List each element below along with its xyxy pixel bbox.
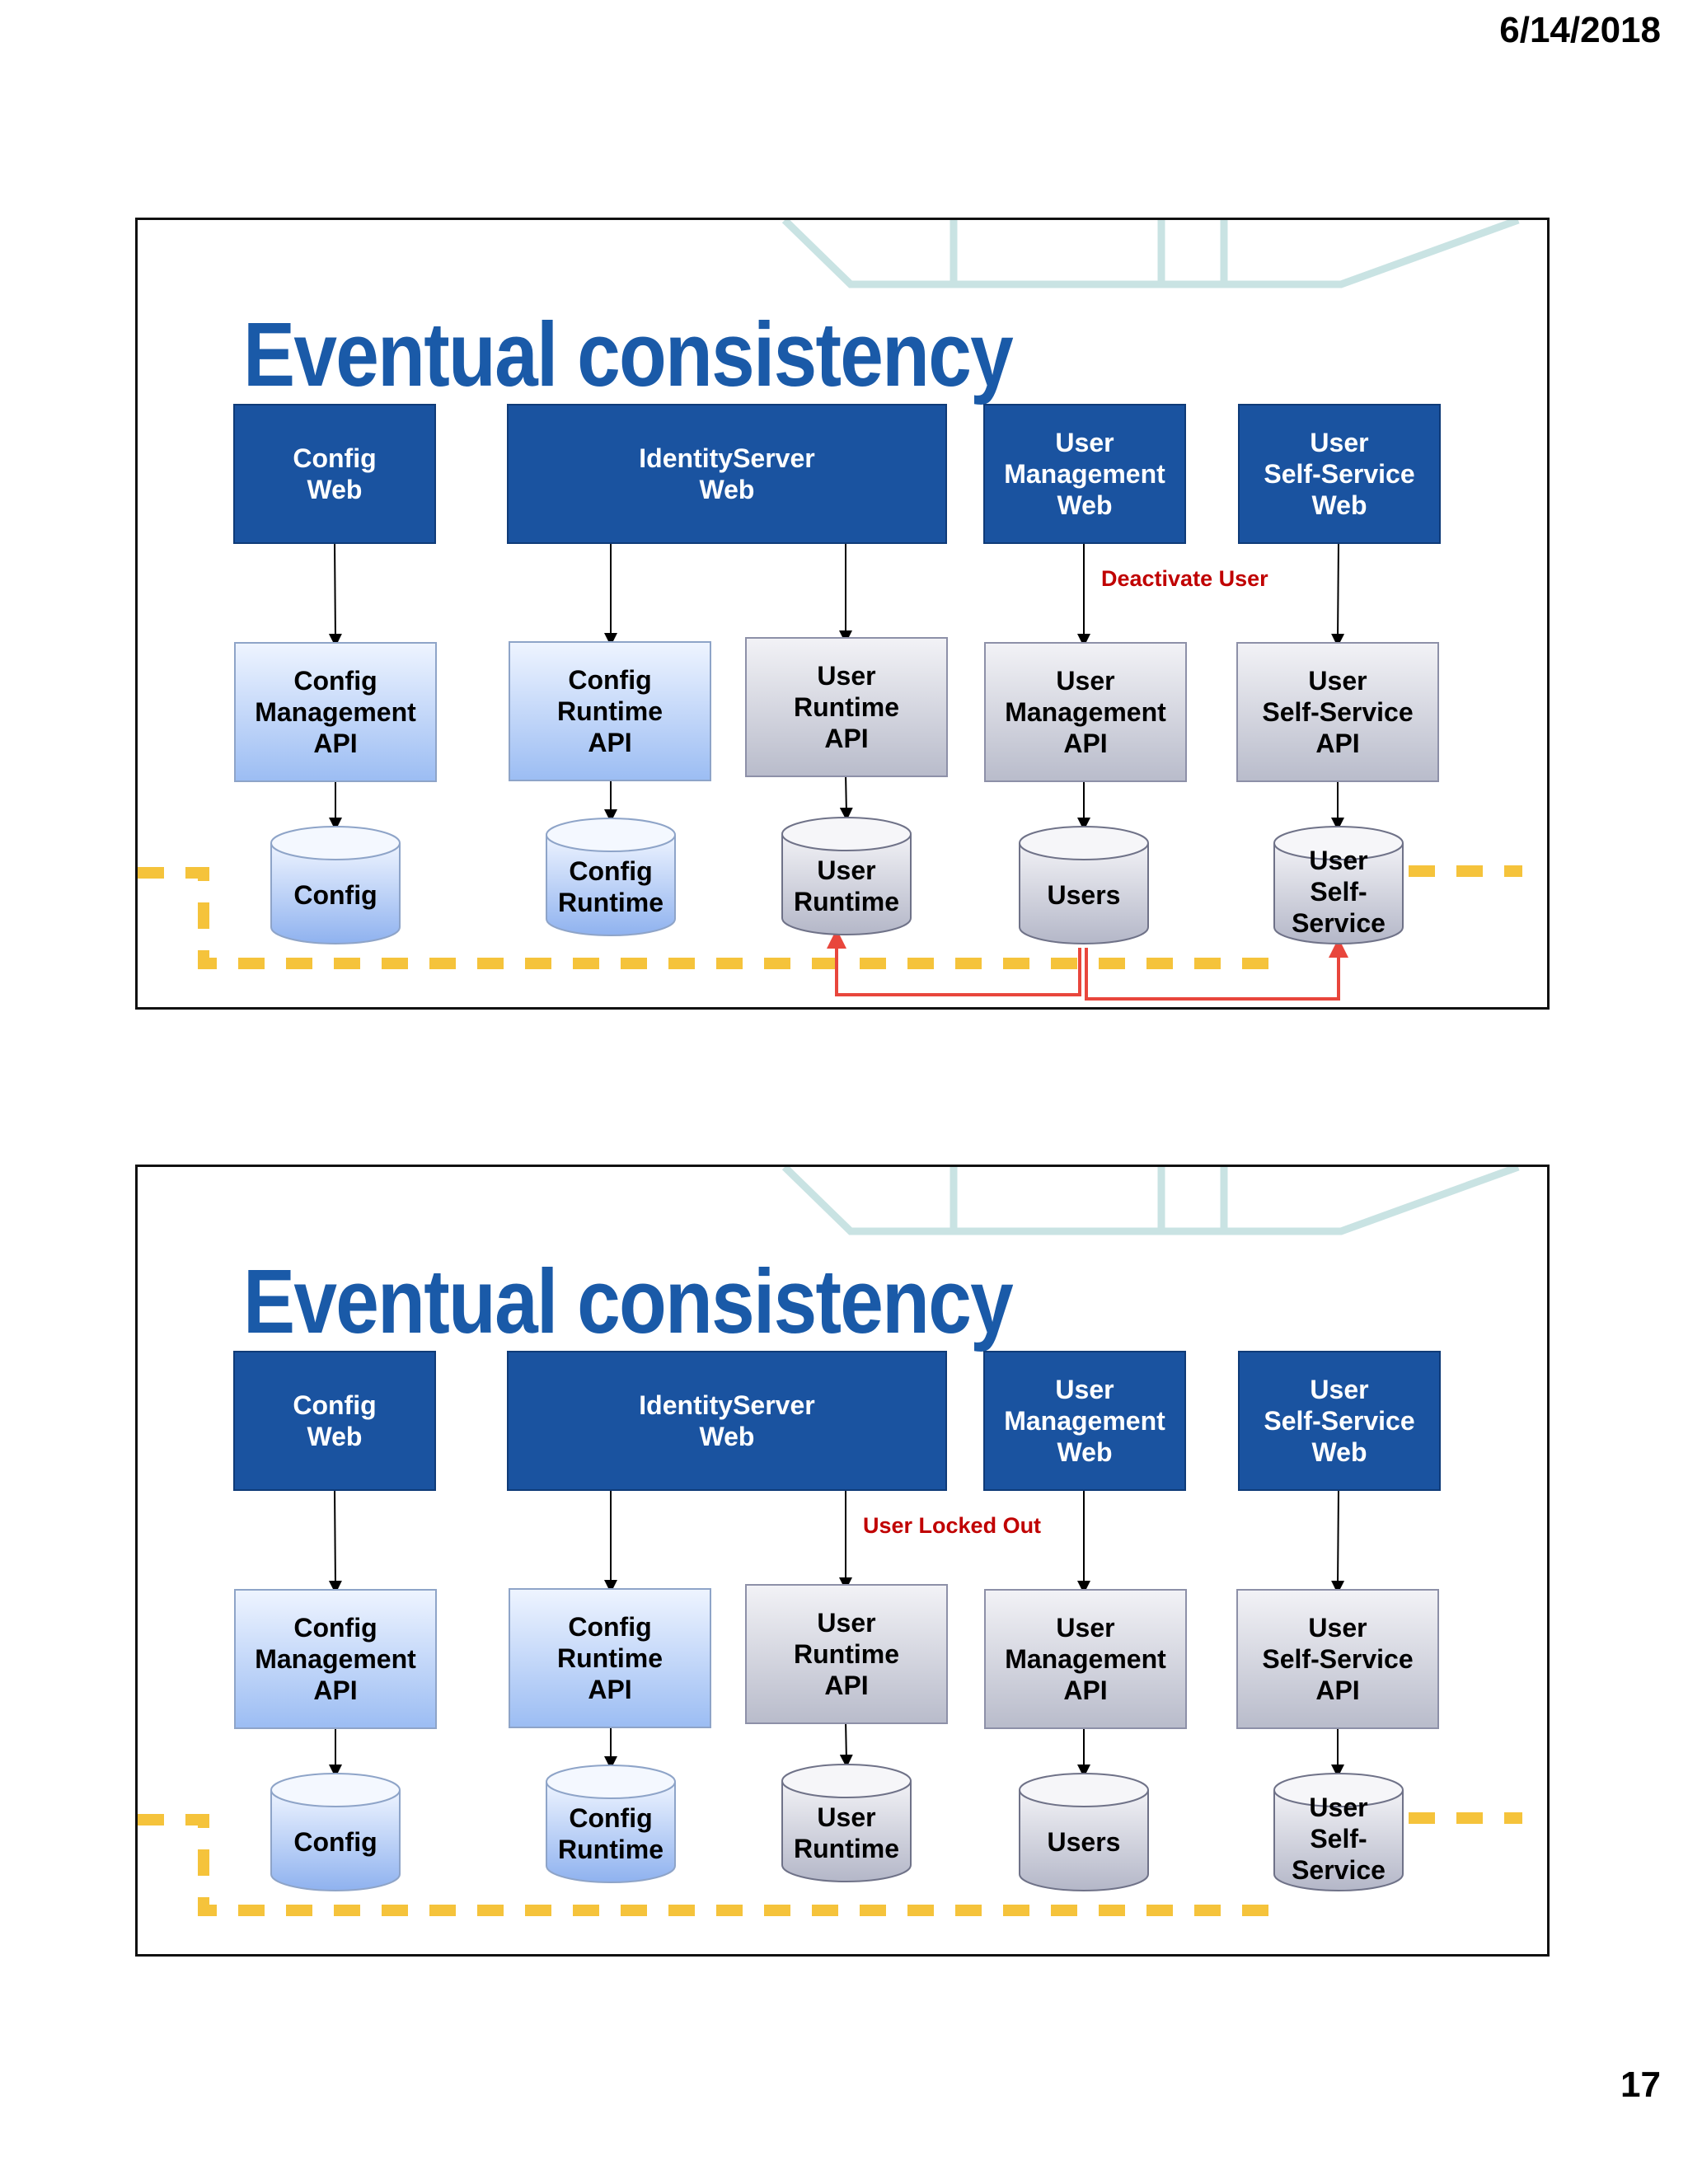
config-database: Config bbox=[270, 1772, 401, 1892]
config-database: Config bbox=[270, 825, 401, 945]
action-label: Deactivate User bbox=[1101, 566, 1268, 591]
connector-lines bbox=[138, 541, 1522, 1001]
connector-lines bbox=[138, 1488, 1522, 1916]
action-label: User Locked Out bbox=[863, 1513, 1042, 1538]
replication-boundary bbox=[138, 865, 1522, 969]
users-database-label: Users bbox=[1047, 880, 1121, 910]
slide-title: Eventual consistency bbox=[243, 1251, 1014, 1352]
users-database: Users bbox=[1018, 825, 1150, 945]
decorative-rail-lines bbox=[781, 220, 1520, 288]
decorative-rail-lines bbox=[781, 1167, 1520, 1235]
slide-1: Eventual consistency bbox=[135, 218, 1550, 1010]
page-number: 17 bbox=[1620, 2064, 1661, 2105]
users-database-label: Users bbox=[1047, 1827, 1121, 1857]
config-database-label: Config bbox=[293, 880, 377, 910]
slide-title: Eventual consistency bbox=[243, 304, 1014, 405]
replication-boundary bbox=[138, 1812, 1522, 1916]
page-date: 6/14/2018 bbox=[1499, 10, 1661, 50]
config-database-label: Config bbox=[293, 1827, 377, 1857]
users-database: Users bbox=[1018, 1772, 1150, 1892]
